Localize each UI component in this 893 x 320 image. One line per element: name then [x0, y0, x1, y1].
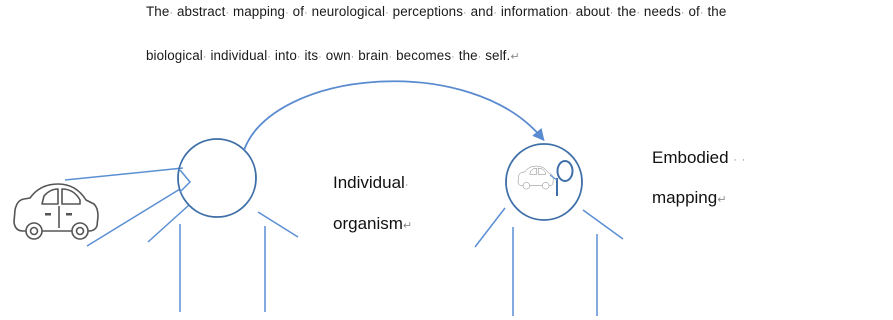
space-mark: · — [304, 7, 308, 19]
embodied-mapping-label-line-2: mapping↵ — [652, 188, 727, 207]
space-mark: · — [404, 179, 409, 191]
paragraph-line-1: The· abstract· mapping· of· neurological… — [146, 4, 727, 19]
space-mark: · — [493, 7, 498, 19]
space-mark: · — [350, 51, 355, 63]
paragraph-mark: ↵ — [717, 194, 727, 206]
space-mark: · — [267, 51, 272, 63]
space-mark: · — [385, 7, 389, 19]
space-mark: · — [699, 7, 704, 19]
space-mark: · — [318, 51, 322, 63]
car-icon — [13, 183, 99, 240]
right-figure — [474, 143, 624, 316]
paragraph-line-2: biological· individual· into· its· own· … — [146, 48, 520, 63]
paragraph-mark: ↵ — [510, 51, 520, 63]
space-mark: · — [609, 7, 614, 19]
space-mark: · — [225, 7, 230, 19]
paragraph-mark: ↵ — [402, 220, 413, 232]
mapping-arrow — [243, 80, 545, 151]
eye-icon — [549, 160, 574, 196]
space-mark: · — [636, 7, 641, 19]
left-figure — [177, 138, 299, 312]
individual-organism-label-line-2: organism↵ — [333, 214, 413, 233]
space-mark: · — [169, 7, 174, 19]
space-mark: · — [477, 51, 482, 63]
space-mark: · — [741, 154, 746, 166]
space-mark: · — [451, 51, 455, 63]
space-mark: · — [285, 7, 289, 19]
mini-car-icon — [517, 165, 554, 190]
space-mark: · — [568, 7, 572, 19]
space-mark: · — [388, 51, 393, 63]
space-mark: · — [202, 51, 207, 63]
space-mark: · — [463, 7, 467, 19]
space-mark: · — [680, 7, 685, 19]
space-mark: · — [296, 51, 301, 63]
space-mark: · — [733, 154, 737, 166]
perception-lines — [64, 167, 190, 247]
individual-organism-label-line-1: Individual· — [333, 173, 409, 192]
embodied-mapping-label-line-1: Embodied · · — [652, 148, 746, 167]
